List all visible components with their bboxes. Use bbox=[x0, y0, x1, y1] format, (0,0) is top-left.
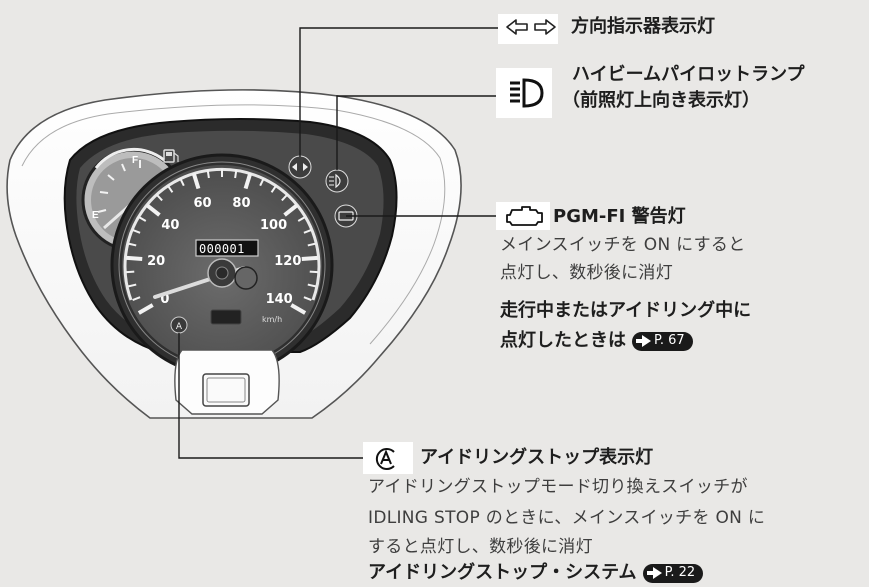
turn-signal-lamp bbox=[288, 155, 312, 179]
pgm-fi-page-ref: P. 67 bbox=[654, 333, 685, 348]
turn-signal-arrows-icon bbox=[505, 16, 557, 38]
speed-tick-label: 140 bbox=[266, 292, 293, 307]
idling-stop-leader bbox=[178, 333, 363, 459]
speed-major-tick bbox=[301, 255, 318, 262]
speed-minor-tick bbox=[155, 193, 163, 202]
svg-text:A: A bbox=[176, 322, 183, 332]
speed-minor-tick bbox=[138, 216, 147, 222]
callout-lines bbox=[178, 27, 558, 459]
speed-minor-tick bbox=[234, 169, 238, 179]
speedometer: 0 20 40 60 80 100 120 140 km/h 000001 bbox=[110, 153, 334, 377]
idling-stop-lamp: A bbox=[170, 316, 188, 334]
speed-minor-tick bbox=[128, 283, 137, 288]
pgm-fi-desc-1: メインスイッチを ON にすると bbox=[500, 235, 746, 255]
speed-minor-tick bbox=[259, 178, 265, 187]
speed-minor-tick bbox=[167, 185, 174, 193]
odometer-value: 000001 bbox=[199, 242, 245, 256]
arrow-right-icon bbox=[646, 571, 653, 575]
reset-knob bbox=[234, 266, 258, 290]
pgm-fi-page-link[interactable]: P. 67 bbox=[632, 331, 693, 351]
speed-minor-tick bbox=[307, 242, 316, 247]
turn-signal-callout: 方向指示器表示灯 bbox=[505, 16, 715, 38]
arrow-right-icon bbox=[636, 339, 642, 343]
high-beam-leader bbox=[336, 95, 496, 170]
pgm-fi-warn-2-row: 点灯したときは P. 67 bbox=[500, 328, 693, 354]
idling-stop-system-label: アイドリングストップ・システム bbox=[368, 562, 637, 583]
speed-tick-label: 20 bbox=[147, 254, 165, 269]
speed-tick-label: 40 bbox=[161, 218, 179, 233]
speed-major-tick bbox=[283, 203, 299, 217]
speed-minor-tick bbox=[303, 296, 312, 302]
engine-check-icon bbox=[504, 204, 546, 228]
idling-stop-page-ref: P. 22 bbox=[664, 565, 696, 580]
speed-minor-tick bbox=[179, 178, 185, 187]
speed-unit-label: km/h bbox=[262, 315, 282, 324]
speed-tick-label: 120 bbox=[274, 254, 301, 269]
speed-major-tick bbox=[145, 203, 161, 217]
idling-stop-desc-1: アイドリングストップモード切り換えスイッチが bbox=[368, 477, 748, 497]
speed-major-tick bbox=[290, 303, 307, 315]
idling-stop-a-icon bbox=[373, 446, 399, 472]
high-beam-icon bbox=[506, 72, 546, 114]
speed-tick-label: 60 bbox=[193, 196, 211, 211]
speed-major-tick bbox=[126, 255, 143, 262]
speed-minor-tick bbox=[281, 193, 289, 202]
speed-tick-label: 100 bbox=[260, 218, 287, 233]
speed-minor-tick bbox=[132, 296, 141, 302]
turn-signal-title: 方向指示器表示灯 bbox=[571, 16, 715, 37]
speed-tick-label: 0 bbox=[160, 292, 169, 307]
speed-minor-tick bbox=[303, 228, 312, 234]
high-beam-lamp bbox=[325, 169, 349, 193]
odometer-window bbox=[195, 239, 259, 257]
speed-major-tick bbox=[243, 172, 253, 190]
fuel-pump-icon bbox=[163, 149, 179, 163]
idling-stop-title: アイドリングストップ表示灯 bbox=[420, 447, 654, 468]
speed-minor-tick bbox=[206, 169, 210, 179]
lower-display-window bbox=[202, 373, 250, 407]
high-beam-title-2: （前照灯上向き表示灯） bbox=[562, 90, 760, 111]
lower-display-housing bbox=[174, 349, 280, 415]
fuel-empty-label: E bbox=[92, 210, 99, 221]
idling-stop-desc-3: すると点灯し、数秒後に消灯 bbox=[368, 537, 593, 557]
trip-window bbox=[210, 309, 242, 325]
speed-minor-tick bbox=[128, 242, 137, 247]
speed-minor-tick bbox=[132, 228, 141, 234]
speed-major-tick bbox=[191, 172, 201, 190]
pgm-fi-warn-1: 走行中またはアイドリング中に bbox=[500, 300, 752, 321]
idling-stop-desc-2: IDLING STOP のときに、メインスイッチを ON に bbox=[368, 508, 766, 528]
high-beam-title-1: ハイビームパイロットランプ bbox=[572, 64, 805, 85]
idling-stop-system-row: アイドリングストップ・システム P. 22 bbox=[368, 560, 704, 586]
speed-minor-tick bbox=[307, 283, 316, 288]
speed-minor-tick bbox=[270, 185, 277, 193]
pgm-fi-desc-2: 点灯し、数秒後に消灯 bbox=[500, 263, 673, 283]
speed-tick-label: 80 bbox=[232, 196, 250, 211]
speed-minor-tick bbox=[297, 216, 306, 222]
idling-stop-page-link[interactable]: P. 22 bbox=[642, 563, 704, 583]
turn-signal-leader bbox=[299, 27, 558, 157]
speed-minor-tick bbox=[126, 270, 135, 274]
bezel-inner-line bbox=[21, 104, 446, 345]
speed-major-tick bbox=[137, 303, 154, 315]
fuel-needle bbox=[103, 203, 131, 230]
fuel-full-label: F bbox=[132, 155, 138, 166]
pgm-fi-warn-2: 点灯したときは bbox=[500, 330, 626, 351]
pgm-fi-title: PGM-FI 警告灯 bbox=[553, 206, 686, 227]
speed-minor-tick bbox=[309, 270, 318, 274]
